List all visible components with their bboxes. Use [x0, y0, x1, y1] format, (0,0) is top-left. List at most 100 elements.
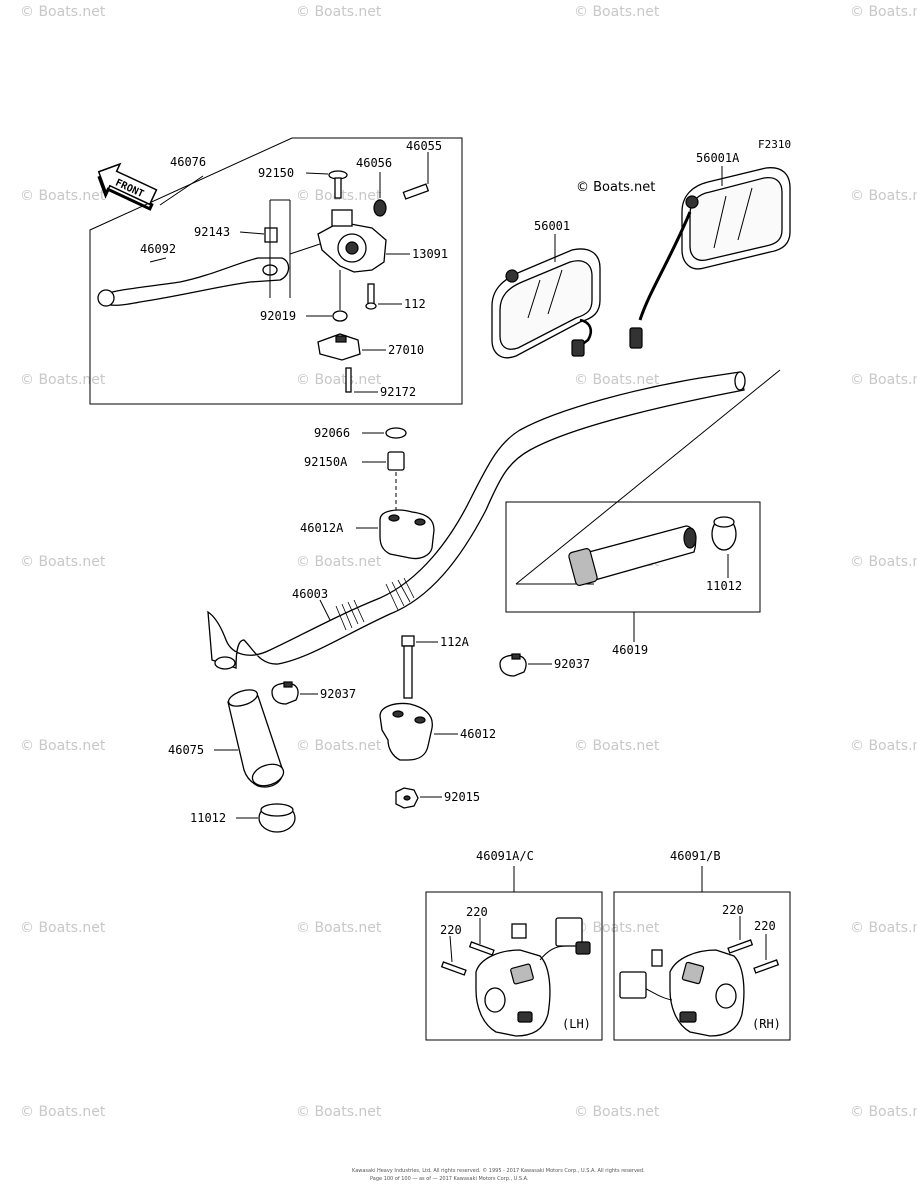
watermark: © Boats.net [574, 738, 660, 754]
diagram-code: F2310 [758, 138, 791, 151]
watermark: © Boats.net [850, 554, 917, 570]
lever-assembly: FRONT 46076 46092 92143 92150 46056 4605… [89, 137, 463, 405]
handlebar-tube [207, 371, 745, 669]
watermark: © Boats.net [574, 372, 660, 388]
watermark: © Boats.net [296, 738, 382, 754]
watermark: © Boats.net [20, 4, 106, 20]
part-label-46056: 46056 [356, 156, 392, 170]
watermark: © Boats.net [850, 372, 917, 388]
part-label-46012: 46012 [460, 727, 496, 741]
part-label-92150A: 92150A [304, 455, 348, 469]
watermark: © Boats.net [296, 4, 382, 20]
bolt-112A [403, 645, 413, 699]
watermark: © Boats.net [850, 4, 917, 20]
part-label-112: 112 [404, 297, 426, 311]
part-label-46012A: 46012A [300, 521, 344, 535]
part-label-46076: 46076 [170, 155, 206, 169]
switch-rh-46091B: 46091/B 220 220 (RH) [613, 849, 791, 1041]
watermark: © Boats.net [296, 554, 382, 570]
watermark: © Boats.net [850, 920, 917, 936]
bolt-92150-shank [334, 177, 342, 199]
watermark: © Boats.net [20, 554, 106, 570]
part-label-56001A: 56001A [696, 151, 740, 165]
nut-92019 [332, 310, 348, 322]
part-label-46003: 46003 [292, 587, 328, 601]
rh-label: (RH) [752, 1017, 781, 1031]
footer: Kawasaki Heavy Industries, Ltd. All righ… [352, 1167, 645, 1182]
footer-line-2: Page 100 of 100 — as of — 2017 Kawasaki … [370, 1176, 529, 1182]
switch-27010 [317, 333, 361, 361]
handlebar-46003: 46003 [207, 371, 746, 670]
bolt-92150A [387, 451, 405, 471]
lever-ball-end [97, 289, 115, 307]
screw-220 [753, 959, 780, 974]
throttle-assembly-46019: 11012 46019 [505, 369, 781, 657]
part-label-11012-right: 11012 [706, 579, 742, 593]
clamp-46012A [379, 509, 435, 560]
watermark: © Boats.net [296, 372, 382, 388]
part-label-46091AC: 46091A/C [476, 849, 534, 863]
clamp-boss [331, 209, 353, 227]
clamp-46012 [379, 702, 433, 761]
screw-220 [440, 961, 467, 976]
part-label-56001: 56001 [534, 219, 570, 233]
mirror-right: 56001A [629, 151, 791, 349]
part-label-13091: 13091 [412, 247, 448, 261]
part-label-92150: 92150 [258, 166, 294, 180]
watermark: © Boats.net [850, 1104, 917, 1120]
clip-92037-left: 92037 [271, 681, 356, 705]
part-label-220: 220 [722, 903, 744, 917]
watermark: © Boats.net [20, 188, 106, 204]
washer-92066 [385, 427, 407, 439]
watermark: © Boats.net [574, 4, 660, 20]
clip-92037-right: 92037 [499, 653, 590, 677]
lever-frame [89, 137, 463, 405]
copyright-mark: © Boats.net [576, 180, 655, 195]
front-arrow: FRONT [97, 162, 158, 211]
part-label-112A: 112A [440, 635, 470, 649]
lh-label: (LH) [562, 1017, 591, 1031]
cap-11012-left: 11012 [190, 803, 296, 833]
footer-line-1: Kawasaki Heavy Industries, Ltd. All righ… [352, 1167, 645, 1174]
part-46056 [373, 199, 387, 217]
watermark: © Boats.net [20, 920, 106, 936]
bushing-92143 [264, 227, 278, 243]
watermark: © Boats.net [574, 1104, 660, 1120]
part-label-46091B: 46091/B [670, 849, 721, 863]
screw-92172 [345, 367, 352, 393]
mirror-left: 56001 [491, 219, 601, 359]
connector [511, 923, 527, 939]
watermark: © Boats.net [20, 738, 106, 754]
watermark: © Boats.net [20, 1104, 106, 1120]
knurl-section [335, 577, 415, 631]
part-label-46092: 46092 [140, 242, 176, 256]
screw-220 [468, 941, 495, 956]
bolt-46055 [402, 183, 430, 200]
copyright-text: © Boats.net [576, 180, 655, 195]
part-label-46075: 46075 [168, 743, 204, 757]
part-label-220: 220 [440, 923, 462, 937]
connector [651, 949, 663, 967]
connector [555, 917, 583, 947]
brake-lever [99, 257, 290, 306]
part-label-92037-right: 92037 [554, 657, 590, 671]
watermark: © Boats.net [574, 920, 660, 936]
part-label-92037-left: 92037 [320, 687, 356, 701]
part-label-92172: 92172 [380, 385, 416, 399]
part-label-11012-left: 11012 [190, 811, 226, 825]
part-label-92015: 92015 [444, 790, 480, 804]
part-label-92019: 92019 [260, 309, 296, 323]
part-label-220: 220 [466, 905, 488, 919]
connector [619, 971, 647, 999]
switch-lh-46091AC: 46091A/C 220 220 (LH) [425, 849, 603, 1041]
watermark: © Boats.net [20, 372, 106, 388]
part-label-46019: 46019 [612, 643, 648, 657]
part-label-92066: 92066 [314, 426, 350, 440]
screw-220 [727, 939, 754, 954]
lower-clamp-stack: 112A 46012 92015 [379, 635, 496, 809]
watermark: © Boats.net [296, 920, 382, 936]
grip-46075: 46075 [168, 689, 285, 788]
part-label-220: 220 [754, 919, 776, 933]
part-label-46055: 46055 [406, 139, 442, 153]
